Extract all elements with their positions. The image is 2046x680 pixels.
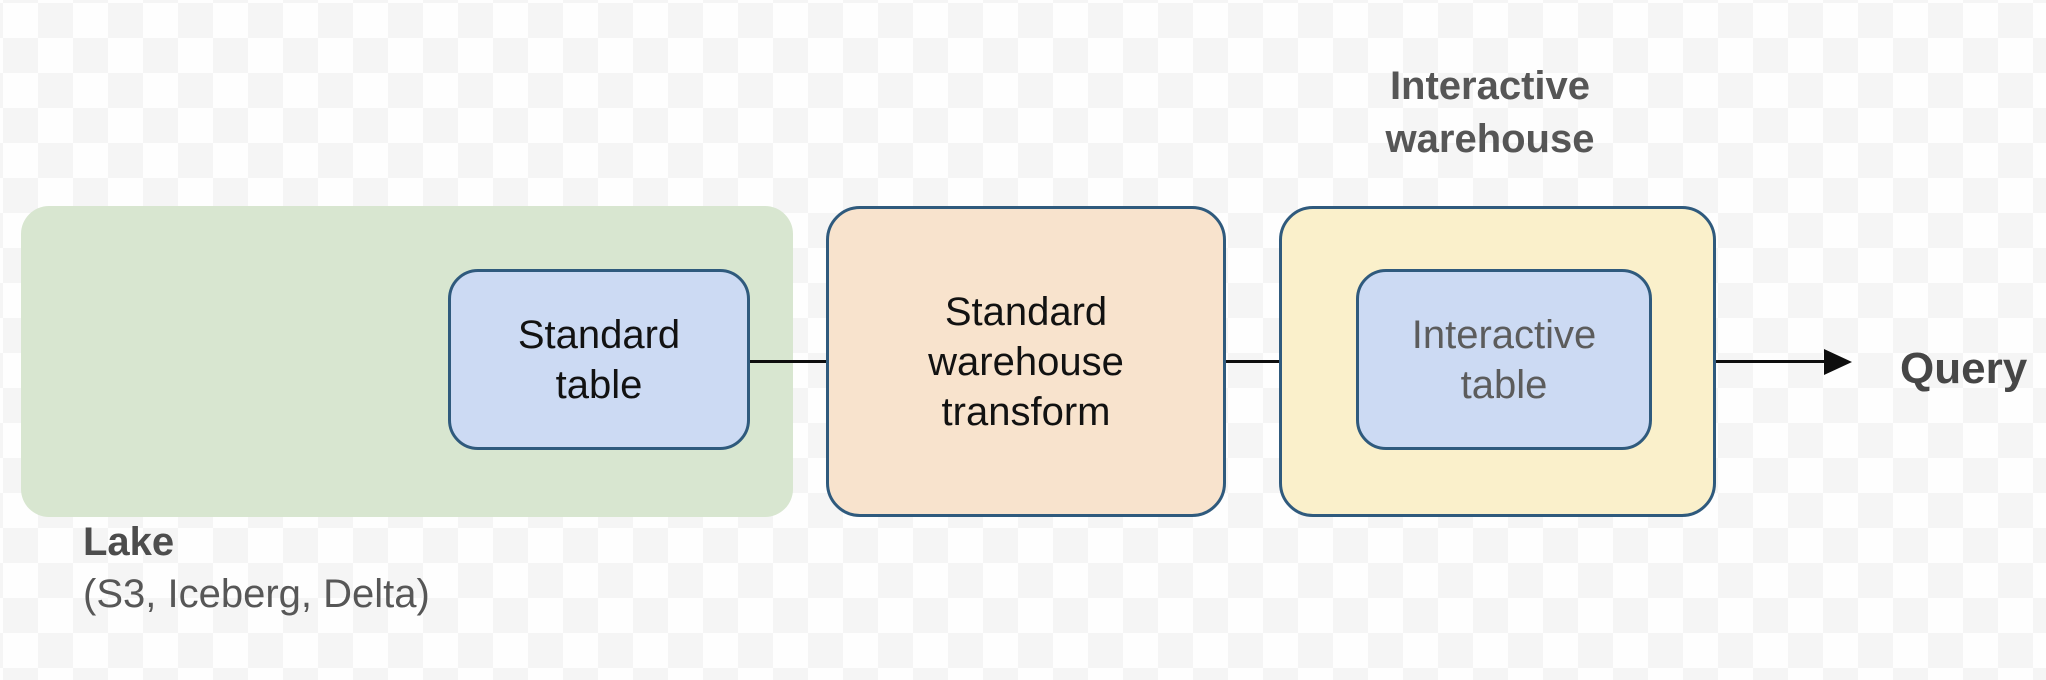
arrowhead-right-icon xyxy=(1824,348,1852,375)
connector-table-to-transform xyxy=(750,360,826,363)
standard-warehouse-transform-label: Standard warehouse transform xyxy=(928,289,1124,434)
arrow-warehouse-to-query xyxy=(1716,348,1852,375)
standard-table-label: Standard table xyxy=(517,312,681,407)
standard-warehouse-transform-node: Standard warehouse transform xyxy=(826,206,1226,517)
interactive-warehouse-heading: Interactive warehouse xyxy=(1385,64,1595,161)
query-label: Query xyxy=(1900,344,2028,393)
interactive-table-label: Interactive table xyxy=(1411,312,1597,407)
lake-label-group: Lake (S3, Iceberg, Delta) xyxy=(83,516,430,620)
lake-title: Lake xyxy=(83,520,175,564)
lake-subtitle: (S3, Iceberg, Delta) xyxy=(83,572,430,616)
standard-table-node: Standard table xyxy=(448,269,750,450)
interactive-table-node: Interactive table xyxy=(1356,269,1652,450)
